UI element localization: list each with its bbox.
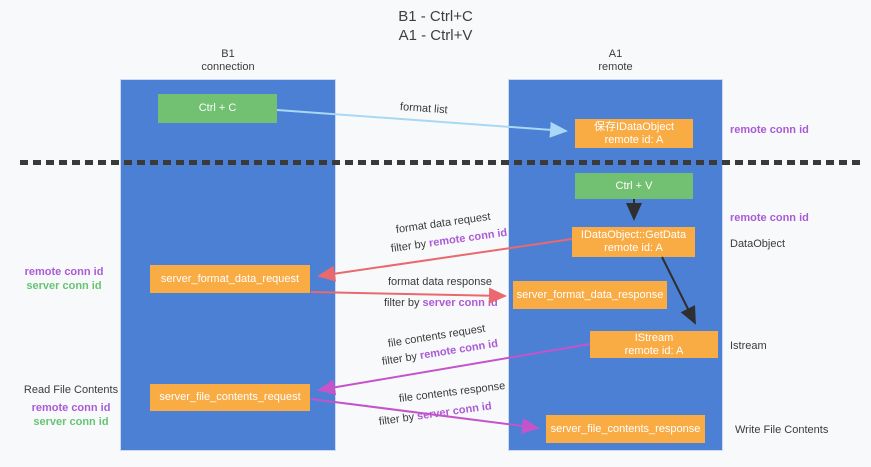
- save-dataobject-node: 保存IDataObject remote id: A: [575, 119, 693, 148]
- server-file-contents-request-node: server_file_contents_request: [150, 384, 310, 411]
- arrow-format-data-response: [310, 287, 507, 304]
- format-data-response-label: format data response: [388, 276, 492, 288]
- ctrl-c-node: Ctrl + C: [158, 94, 277, 123]
- lane-header-a1: A1 remote: [508, 48, 723, 74]
- idataobject-getdata-node: IDataObject::GetData remote id: A: [572, 227, 695, 257]
- server-file-contents-request-label: server_file_contents_request: [159, 391, 301, 403]
- left-remote-conn-id-bottom-label: remote conn id: [31, 402, 111, 414]
- filter-by-text-2: filter by: [384, 297, 420, 309]
- istream-side-label: Istream: [730, 340, 767, 352]
- format-list-label: format list: [399, 101, 448, 117]
- left-server-conn-id-bottom-label: server conn id: [33, 416, 109, 428]
- getdata-line1: IDataObject::GetData: [580, 229, 687, 241]
- istream-node: IStream remote id: A: [590, 331, 718, 358]
- server-format-data-request-label: server_format_data_request: [160, 272, 300, 285]
- getdata-line2: remote id: A: [604, 242, 663, 254]
- server-format-data-request-node: server_format_data_request: [150, 265, 310, 293]
- dashed-separator-line: [20, 160, 862, 165]
- left-conn-id-bottom-group: Read File Contents remote conn id server…: [16, 383, 126, 429]
- filter-by-text-1: filter by: [390, 238, 427, 255]
- server-file-contents-response-label: server_file_contents_response: [550, 422, 701, 435]
- page-title: B1 - Ctrl+C A1 - Ctrl+V: [0, 7, 871, 45]
- server-format-data-response-label: server_format_data_response: [516, 288, 664, 301]
- write-file-contents-label: Write File Contents: [735, 424, 829, 436]
- left-server-conn-id-top-label: server conn id: [26, 280, 102, 292]
- lane-b1-title: B1: [221, 48, 235, 60]
- istream-line2: remote id: A: [624, 344, 684, 357]
- lane-b1-subtitle: connection: [201, 61, 255, 73]
- remote-conn-id-text-1: remote conn id: [428, 226, 509, 250]
- left-conn-id-top-group: remote conn id server conn id: [14, 265, 114, 293]
- save-dataobject-line1: 保存IDataObject: [593, 120, 675, 133]
- right-remote-conn-id-top-label: remote conn id: [730, 124, 809, 136]
- filter-by-text-3: filter by: [381, 350, 418, 368]
- server-conn-id-text-2: server conn id: [416, 400, 493, 423]
- lane-a1-title: A1: [608, 48, 623, 60]
- ctrl-c-label: Ctrl + C: [198, 102, 237, 114]
- lane-header-b1: B1 connection: [120, 48, 336, 74]
- read-file-contents-label: Read File Contents: [23, 384, 119, 396]
- title-line-2: A1 - Ctrl+V: [398, 27, 473, 44]
- server-conn-id-text-1: server conn id: [422, 297, 498, 309]
- save-dataobject-line2: remote id: A: [604, 133, 664, 146]
- ctrl-v-label: Ctrl + V: [615, 179, 653, 192]
- filter-by-text-4: filter by: [378, 411, 415, 428]
- filter-by-server-conn-id-label-2: filter byserver conn id: [378, 400, 492, 428]
- lane-a1-subtitle: remote: [598, 61, 633, 73]
- server-format-data-response-node: server_format_data_response: [513, 281, 667, 309]
- server-file-contents-response-node: server_file_contents_response: [546, 415, 705, 443]
- ctrl-v-node: Ctrl + V: [575, 173, 693, 199]
- title-line-1: B1 - Ctrl+C: [398, 8, 473, 25]
- dataobject-label: DataObject: [730, 238, 786, 250]
- left-remote-conn-id-top-label: remote conn id: [24, 266, 104, 278]
- istream-line1: IStream: [634, 331, 674, 344]
- right-remote-conn-id-mid-label: remote conn id: [730, 212, 809, 224]
